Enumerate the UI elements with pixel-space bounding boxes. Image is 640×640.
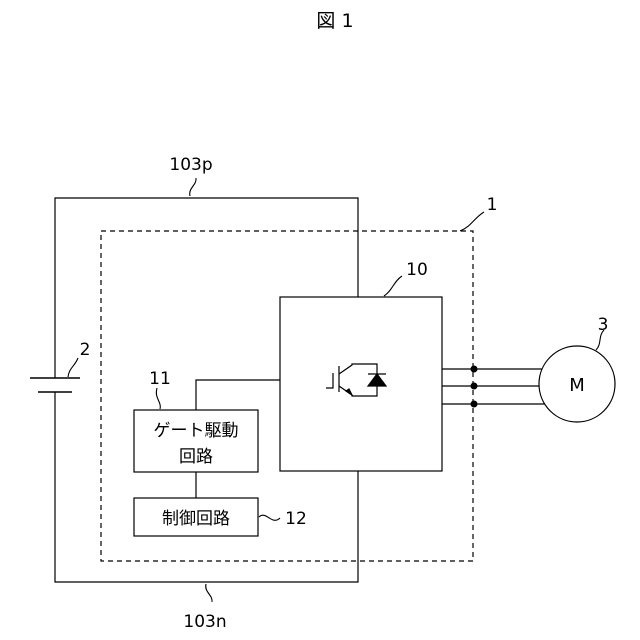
gate-driver-label-line2: 回路	[179, 447, 213, 467]
label-2: 2	[80, 340, 91, 360]
gate-signal-line	[196, 380, 280, 410]
phase-junction-u	[471, 366, 478, 373]
label-10: 10	[406, 260, 428, 280]
motor-symbol: M	[569, 375, 585, 396]
phase-junction-w	[471, 401, 478, 408]
label-1: 1	[487, 195, 498, 215]
gate-driver-label-line1: ゲート駆動	[154, 421, 239, 441]
phase-junction-v	[471, 383, 478, 390]
label-103n: 103n	[183, 612, 226, 632]
label-103p: 103p	[169, 155, 212, 175]
figure-title: 図 1	[316, 10, 353, 32]
control-circuit-label: 制御回路	[162, 509, 230, 529]
label-3: 3	[598, 315, 609, 335]
label-11: 11	[149, 369, 171, 389]
label-12: 12	[285, 509, 307, 529]
inverter-module	[280, 297, 442, 471]
